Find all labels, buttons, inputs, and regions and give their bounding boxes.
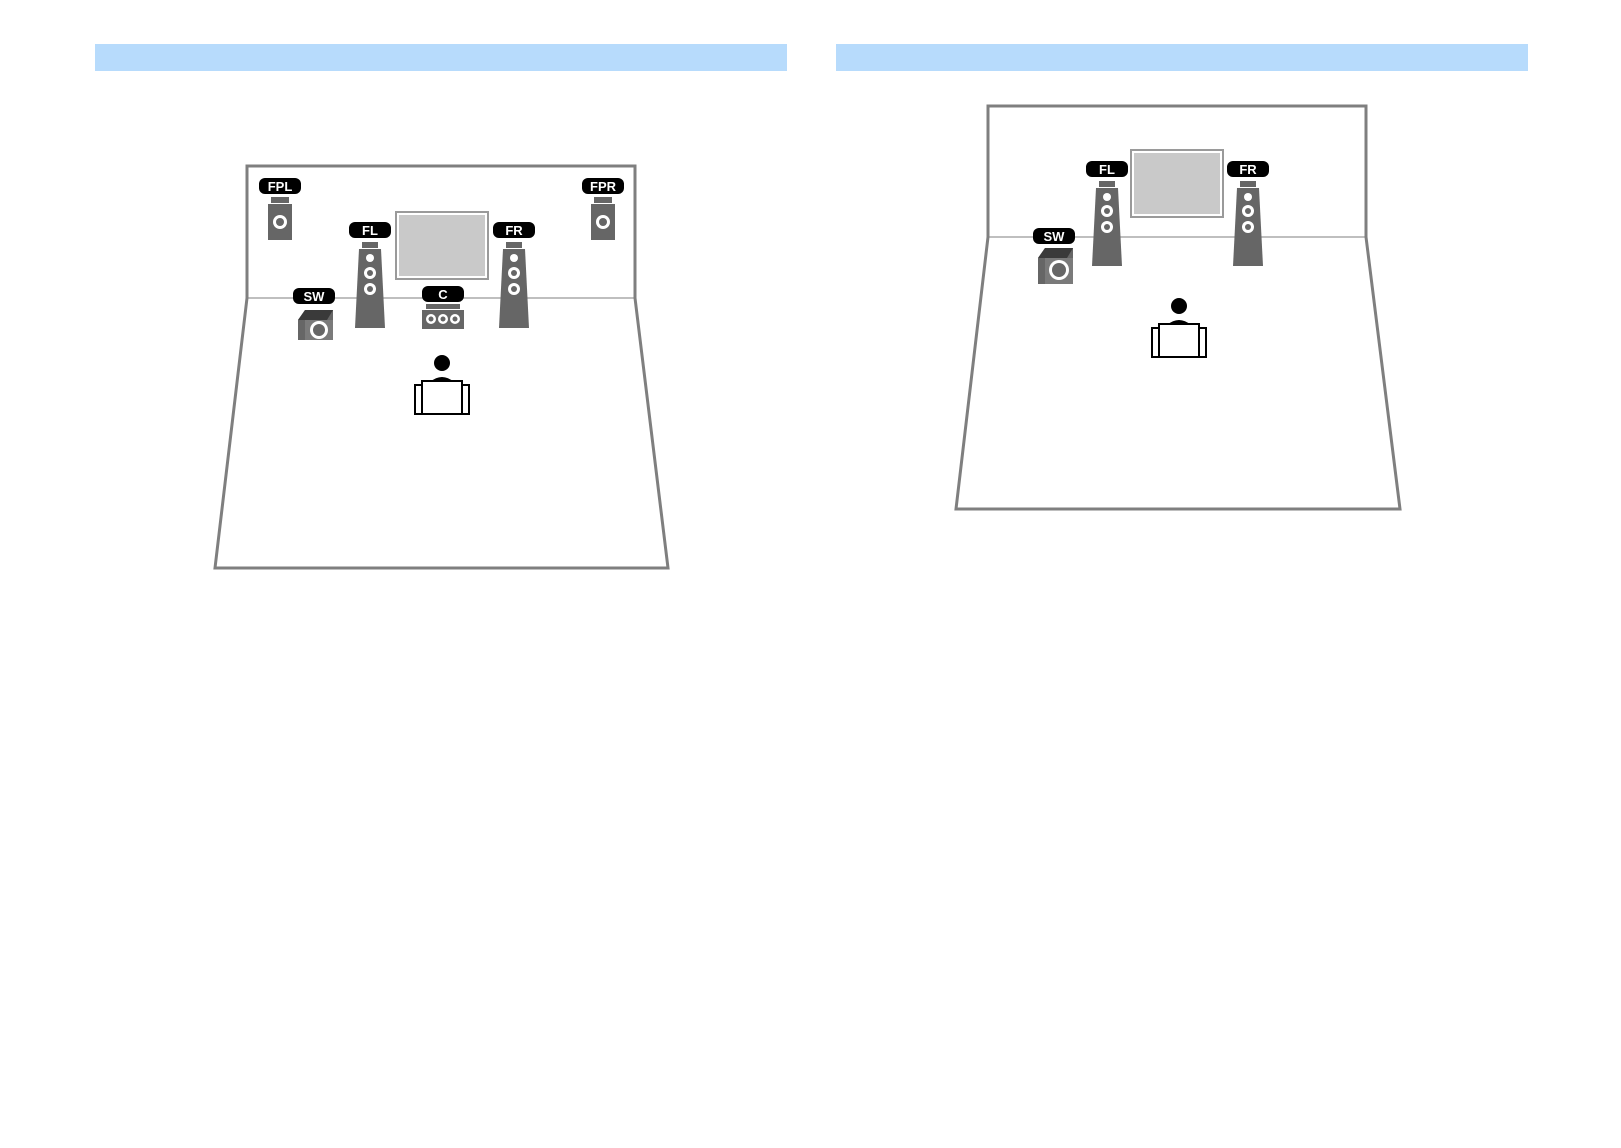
speaker-label-sw-text: SW [1044,229,1066,244]
subwoofer-icon [1038,248,1073,284]
left-room-diagram: FPL FPR [95,0,795,600]
speaker-label-fpr: FPR [582,178,624,194]
speaker-label-fpl: FPL [259,178,301,194]
speaker-fl: FL [1086,161,1128,266]
right-room-diagram: FL FR [836,0,1536,600]
speaker-sw: SW [293,288,335,340]
tv-screen [1131,150,1223,217]
floor-standing-speaker-icon [1233,181,1263,266]
right-panel: FL FR [836,0,1536,600]
speaker-label-fr: FR [1227,161,1269,177]
speaker-label-fr-text: FR [1239,162,1257,177]
speaker-label-sw: SW [1033,228,1075,244]
speaker-label-fl-text: FL [1099,162,1115,177]
speaker-fr: FR [1227,161,1269,266]
listener-icon [415,355,469,414]
speaker-fpl: FPL [259,178,301,240]
speaker-fpr: FPR [582,178,624,240]
speaker-label-fr: FR [493,222,535,238]
speaker-label-sw: SW [293,288,335,304]
subwoofer-icon [298,310,333,340]
floor-standing-speaker-icon [499,242,529,328]
speaker-label-fr-text: FR [505,223,523,238]
speaker-label-fl: FL [1086,161,1128,177]
speaker-label-c-text: C [438,287,448,302]
speaker-label-fpl-text: FPL [268,179,293,194]
speaker-label-fl-text: FL [362,223,378,238]
speaker-fr: FR [493,222,535,328]
speaker-label-c: C [422,286,464,302]
speaker-sw: SW [1033,228,1075,284]
speaker-c: C [422,286,464,329]
floor-standing-speaker-icon [355,242,385,328]
speaker-label-fl: FL [349,222,391,238]
speaker-fl: FL [349,222,391,328]
listener-icon [1152,298,1206,357]
speaker-label-fpr-text: FPR [590,179,617,194]
front-presence-speaker-icon [268,197,292,240]
floor-standing-speaker-icon [1092,181,1122,266]
speaker-label-sw-text: SW [304,289,326,304]
center-speaker-icon [422,304,464,329]
left-panel: FPL FPR [95,0,795,600]
front-presence-speaker-icon [591,197,615,240]
tv-screen [396,212,488,279]
